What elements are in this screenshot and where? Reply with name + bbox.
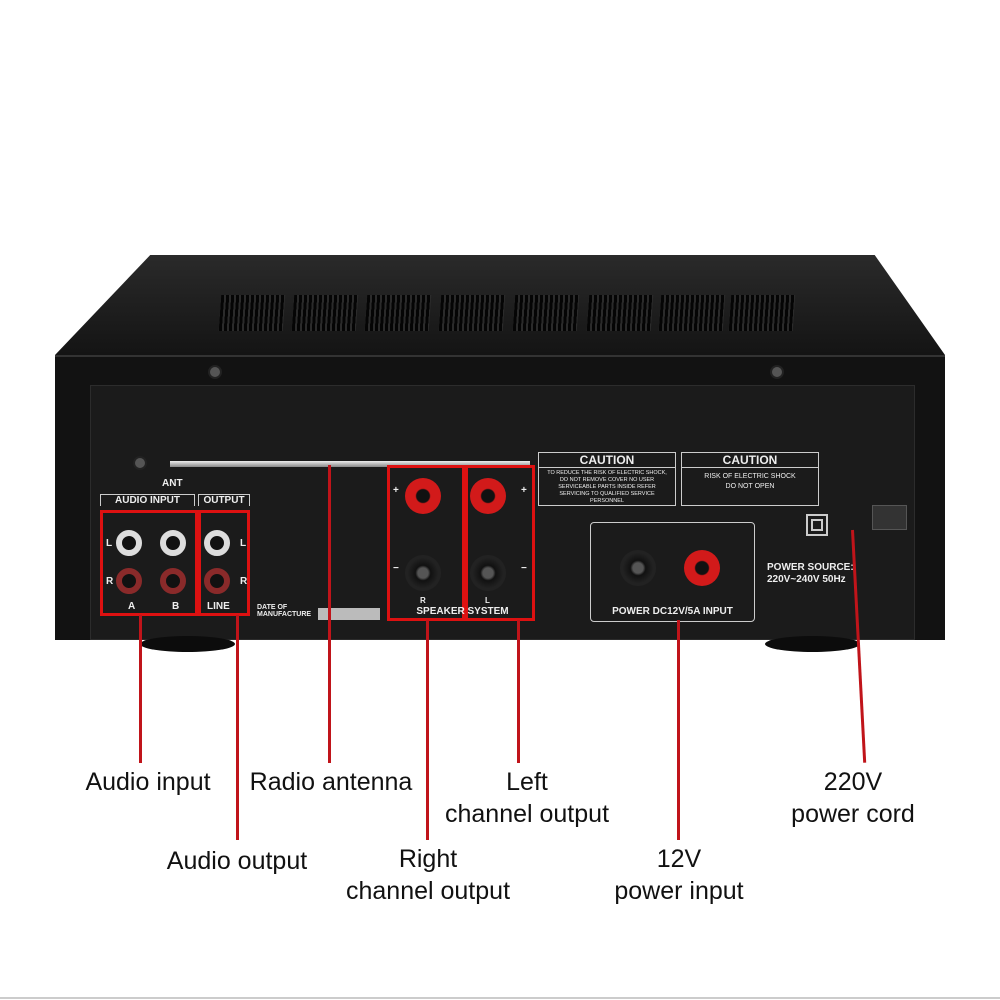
bottom-divider [0, 997, 1000, 999]
rca-output-l[interactable] [204, 530, 230, 556]
radio-antenna [170, 461, 530, 467]
callout-audio-output: Audio output [166, 847, 308, 875]
callout-line-text: 220V [823, 768, 883, 796]
double-insulation-icon [806, 514, 828, 536]
callout-line-radio-antenna [328, 465, 331, 763]
audio-input-highlight [100, 510, 198, 616]
r-label: R [240, 576, 248, 587]
caution-text: RISK OF ELECTRIC SHOCK [704, 473, 796, 480]
callout-power-cord: 220V power cord [791, 766, 915, 830]
callout-12v-input: 12V power input [614, 843, 743, 907]
callout-line-audio-output [236, 615, 239, 840]
audio-input-label: AUDIO INPUT [100, 494, 195, 506]
caution-label-1: CAUTION TO REDUCE THE RISK OF ELECTRIC S… [538, 452, 676, 506]
foot [140, 636, 235, 652]
l-label: L [106, 538, 113, 549]
dc-minus-terminal[interactable] [620, 550, 656, 586]
left-speaker-highlight [465, 465, 535, 621]
date-sticker [318, 608, 380, 620]
speaker-system-label: SPEAKER SYSTEM [416, 606, 509, 617]
vent [512, 295, 580, 331]
r-label: R [106, 576, 114, 587]
screw-icon [133, 456, 147, 470]
screw-icon [770, 365, 784, 379]
callout-left-channel: Left channel output [445, 766, 609, 830]
callout-line-text: Right [398, 845, 458, 873]
left-minus-terminal[interactable] [470, 555, 506, 591]
output-label: OUTPUT [198, 494, 250, 506]
power-source-line: 220V~240V 50Hz [767, 574, 846, 585]
vent [438, 295, 506, 331]
power-dc-label: POWER DC12V/5A INPUT [612, 606, 733, 617]
callout-line-text: power cord [791, 800, 915, 828]
plus-label: + [393, 485, 399, 496]
power-source-line: POWER SOURCE: [767, 562, 854, 573]
callout-right-channel: Right channel output [346, 843, 510, 907]
vent [364, 295, 432, 331]
callout-radio-antenna: Radio antenna [249, 768, 413, 796]
a-label: A [128, 601, 136, 612]
l-label: L [485, 596, 490, 605]
screw-icon [208, 365, 222, 379]
rca-input-b-r[interactable] [160, 568, 186, 594]
callout-line-text: power input [614, 877, 744, 905]
minus-label: − [393, 563, 399, 574]
caution-title: CAUTION [539, 453, 675, 468]
callout-line-audio-input [139, 615, 142, 763]
dc-plus-terminal[interactable] [684, 550, 720, 586]
callout-line-left-channel [517, 620, 520, 763]
caution-label-2: CAUTION RISK OF ELECTRIC SHOCK DO NOT OP… [681, 452, 819, 506]
r-label: R [420, 596, 426, 605]
minus-label: − [521, 563, 527, 574]
callout-audio-input: Audio input [85, 768, 211, 796]
callout-line-text: channel output [345, 877, 511, 905]
rca-input-a-r[interactable] [116, 568, 142, 594]
foot [765, 636, 860, 652]
caution-text: TO REDUCE THE RISK OF ELECTRIC SHOCK, DO… [547, 470, 667, 504]
callout-line-12v [677, 620, 680, 840]
callout-line-text: 12V [656, 845, 702, 873]
vent [218, 295, 286, 331]
rca-input-b-l[interactable] [160, 530, 186, 556]
audio-output-highlight [198, 510, 250, 616]
vent [728, 295, 796, 331]
plus-label: + [521, 485, 527, 496]
rca-output-r[interactable] [204, 568, 230, 594]
vent [658, 295, 726, 331]
right-minus-terminal[interactable] [405, 555, 441, 591]
vent [586, 295, 654, 331]
b-label: B [172, 601, 180, 612]
power-source-label: POWER SOURCE:220V~240V 50Hz [767, 562, 854, 586]
ant-label: ANT [162, 478, 183, 489]
left-plus-terminal[interactable] [470, 478, 506, 514]
power-cord-plug [872, 505, 907, 530]
date-of-manufacture-label: DATE OF MANUFACTURE [257, 604, 312, 618]
rca-input-a-l[interactable] [116, 530, 142, 556]
caution-text: DO NOT OPEN [725, 483, 775, 490]
callout-line-text: Left [506, 768, 548, 796]
l-label: L [240, 538, 247, 549]
right-plus-terminal[interactable] [405, 478, 441, 514]
right-speaker-highlight [387, 465, 465, 621]
caution-title: CAUTION [682, 453, 818, 468]
callout-line-right-channel [426, 620, 429, 840]
callout-line-text: channel output [444, 800, 610, 828]
power-dc-panel [590, 522, 755, 622]
vent [291, 295, 359, 331]
line-label: LINE [207, 601, 230, 612]
